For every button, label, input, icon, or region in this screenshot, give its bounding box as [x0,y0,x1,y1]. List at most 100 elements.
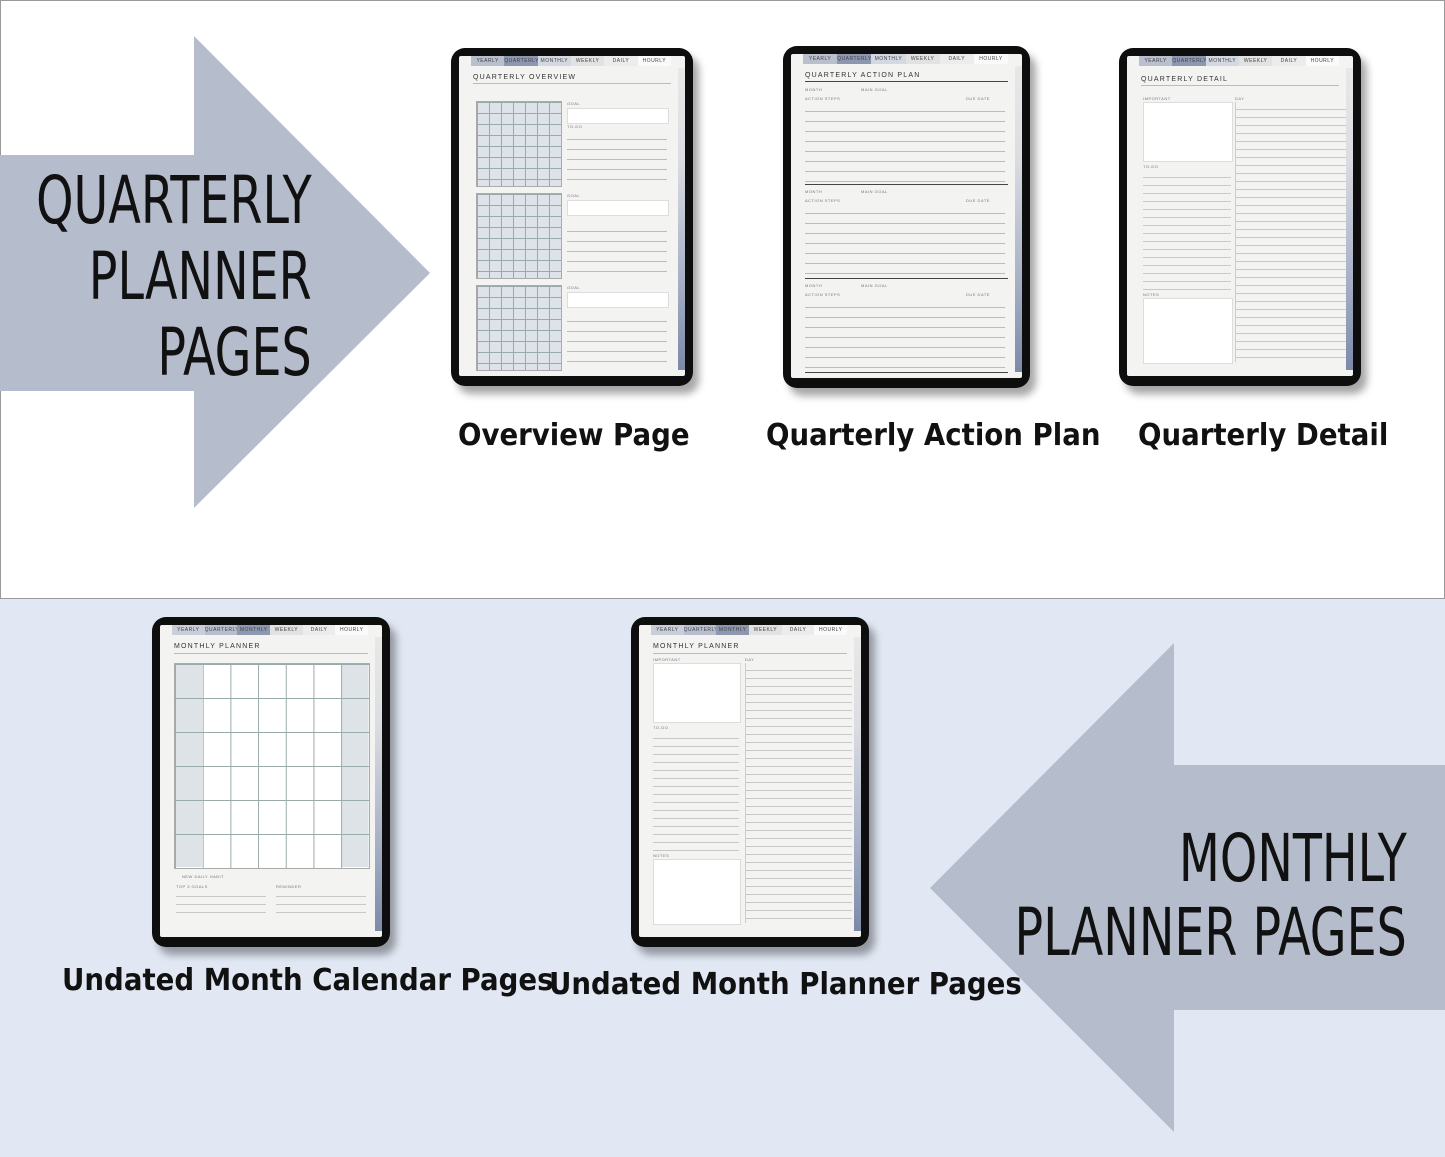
tab-yearly[interactable]: YEARLY [1139,56,1173,66]
day-label: DAY [745,657,755,662]
tab-monthly[interactable]: MONTHLY [537,56,571,66]
todo-list[interactable] [653,731,739,851]
goal-box[interactable] [567,292,669,308]
tab-yearly[interactable]: YEARLY [172,625,205,635]
goal-label: GOAL [567,101,581,106]
monthly-banner: MONTHLY PLANNER PAGES [1015,826,1407,974]
tab-weekly[interactable]: WEEKLY [270,625,303,635]
important-box[interactable] [1143,102,1233,162]
habit-label: NEW DAILY HABIT [182,874,225,879]
caption-overview: Overview Page [458,418,690,453]
tab-yearly[interactable]: YEARLY [651,625,684,635]
tab-bar: YEARLY QUARTERLY MONTHLY WEEKLY DAILY HO… [651,625,848,635]
tab-quarterly[interactable]: QUARTERLY [204,625,238,635]
calendar-grid [476,101,562,187]
tab-monthly[interactable]: MONTHLY [716,625,750,635]
caption-action-plan: Quarterly Action Plan [766,418,1101,453]
tab-hourly[interactable]: HOURLY [973,54,1009,64]
todo-list[interactable] [567,312,667,362]
tablet-month-planner: YEARLY QUARTERLY MONTHLY WEEKLY DAILY HO… [631,617,869,947]
tab-monthly[interactable]: MONTHLY [1205,56,1239,66]
tab-hourly[interactable]: HOURLY [1305,56,1339,66]
action-steps-label: ACTION STEPS [805,96,841,101]
reminder-lines[interactable] [276,889,366,915]
month-label: MONTH [805,189,823,194]
day-lines[interactable] [745,663,852,923]
tab-daily[interactable]: DAILY [939,54,974,64]
calendar-grid [476,285,562,371]
left-arrow-shape [930,643,1445,1132]
goals-lines[interactable] [176,889,266,915]
todo-list[interactable] [1143,170,1231,290]
tablet-detail: YEARLY QUARTERLY MONTHLY WEEKLY DAILY HO… [1119,48,1361,386]
tab-weekly[interactable]: WEEKLY [570,56,605,66]
tab-weekly[interactable]: WEEKLY [1238,56,1273,66]
todo-list[interactable] [567,222,667,272]
side-tabs [1346,68,1353,370]
important-label: IMPORTANT [653,657,681,662]
right-arrow-shape [0,36,430,508]
banner-line: QUARTERLY [36,162,312,239]
goals-label: TOP 3 GOALS [176,884,208,889]
tab-hourly[interactable]: HOURLY [637,56,671,66]
side-tabs [678,68,685,370]
important-label: IMPORTANT [1143,96,1171,101]
tab-quarterly[interactable]: QUARTERLY [1172,56,1206,66]
page-title: MONTHLY PLANNER [174,643,261,650]
weekend-column [175,664,202,867]
notes-label: NOTES [1143,292,1160,297]
important-box[interactable] [653,663,741,723]
tablet-month-calendar: YEARLY QUARTERLY MONTHLY WEEKLY DAILY HO… [152,617,390,947]
tab-quarterly[interactable]: QUARTERLY [837,54,872,64]
todo-list[interactable] [567,130,667,180]
tab-monthly[interactable]: MONTHLY [237,625,271,635]
planner-screen: YEARLY QUARTERLY MONTHLY WEEKLY DAILY HO… [459,56,685,376]
tab-weekly[interactable]: WEEKLY [749,625,782,635]
tab-yearly[interactable]: YEARLY [471,56,505,66]
planner-screen: YEARLY QUARTERLY MONTHLY WEEKLY DAILY HO… [639,625,861,937]
page-title: QUARTERLY ACTION PLAN [805,72,921,79]
banner-line: PLANNER PAGES [1014,894,1407,971]
todo-label: TO-DO [1143,164,1159,169]
notes-label: NOTES [653,853,670,858]
tab-bar: YEARLY QUARTERLY MONTHLY WEEKLY DAILY HO… [803,54,1009,64]
due-date-label: DUE DATE [966,198,990,203]
side-tabs [1015,66,1022,372]
due-date-label: DUE DATE [966,292,990,297]
side-tabs [375,637,382,931]
tab-daily[interactable]: DAILY [1272,56,1306,66]
tab-quarterly[interactable]: QUARTERLY [504,56,538,66]
tab-hourly[interactable]: HOURLY [814,625,848,635]
tab-daily[interactable]: DAILY [604,56,638,66]
tab-quarterly[interactable]: QUARTERLY [683,625,717,635]
tab-daily[interactable]: DAILY [781,625,815,635]
tab-weekly[interactable]: WEEKLY [905,54,940,64]
tablet-overview: YEARLY QUARTERLY MONTHLY WEEKLY DAILY HO… [451,48,693,386]
planner-screen: YEARLY QUARTERLY MONTHLY WEEKLY DAILY HO… [791,54,1022,378]
day-label: DAY [1235,96,1245,101]
action-steps-list[interactable] [805,204,1005,276]
tab-monthly[interactable]: MONTHLY [871,54,906,64]
goal-label: GOAL [567,285,581,290]
tab-daily[interactable]: DAILY [302,625,336,635]
day-lines[interactable] [1235,102,1346,362]
notes-box[interactable] [1143,298,1233,364]
action-steps-list[interactable] [805,102,1005,182]
action-steps-label: ACTION STEPS [805,292,841,297]
page-title: MONTHLY PLANNER [653,643,740,650]
caption-month-planner: Undated Month Planner Pages [549,967,1022,1002]
caption-detail: Quarterly Detail [1138,418,1389,453]
planner-screen: YEARLY QUARTERLY MONTHLY WEEKLY DAILY HO… [1127,56,1353,376]
banner-line: PAGES [157,314,312,391]
goal-box[interactable] [567,200,669,216]
main-goal-label: MAIN GOAL [861,283,888,288]
goal-box[interactable] [567,108,669,124]
main-goal-label: MAIN GOAL [861,87,888,92]
tab-yearly[interactable]: YEARLY [803,54,838,64]
action-steps-list[interactable] [805,298,1005,370]
tab-bar: YEARLY QUARTERLY MONTHLY WEEKLY DAILY HO… [172,625,369,635]
notes-box[interactable] [653,859,741,925]
month-calendar-grid[interactable] [174,663,370,869]
month-label: MONTH [805,283,823,288]
tab-hourly[interactable]: HOURLY [335,625,369,635]
